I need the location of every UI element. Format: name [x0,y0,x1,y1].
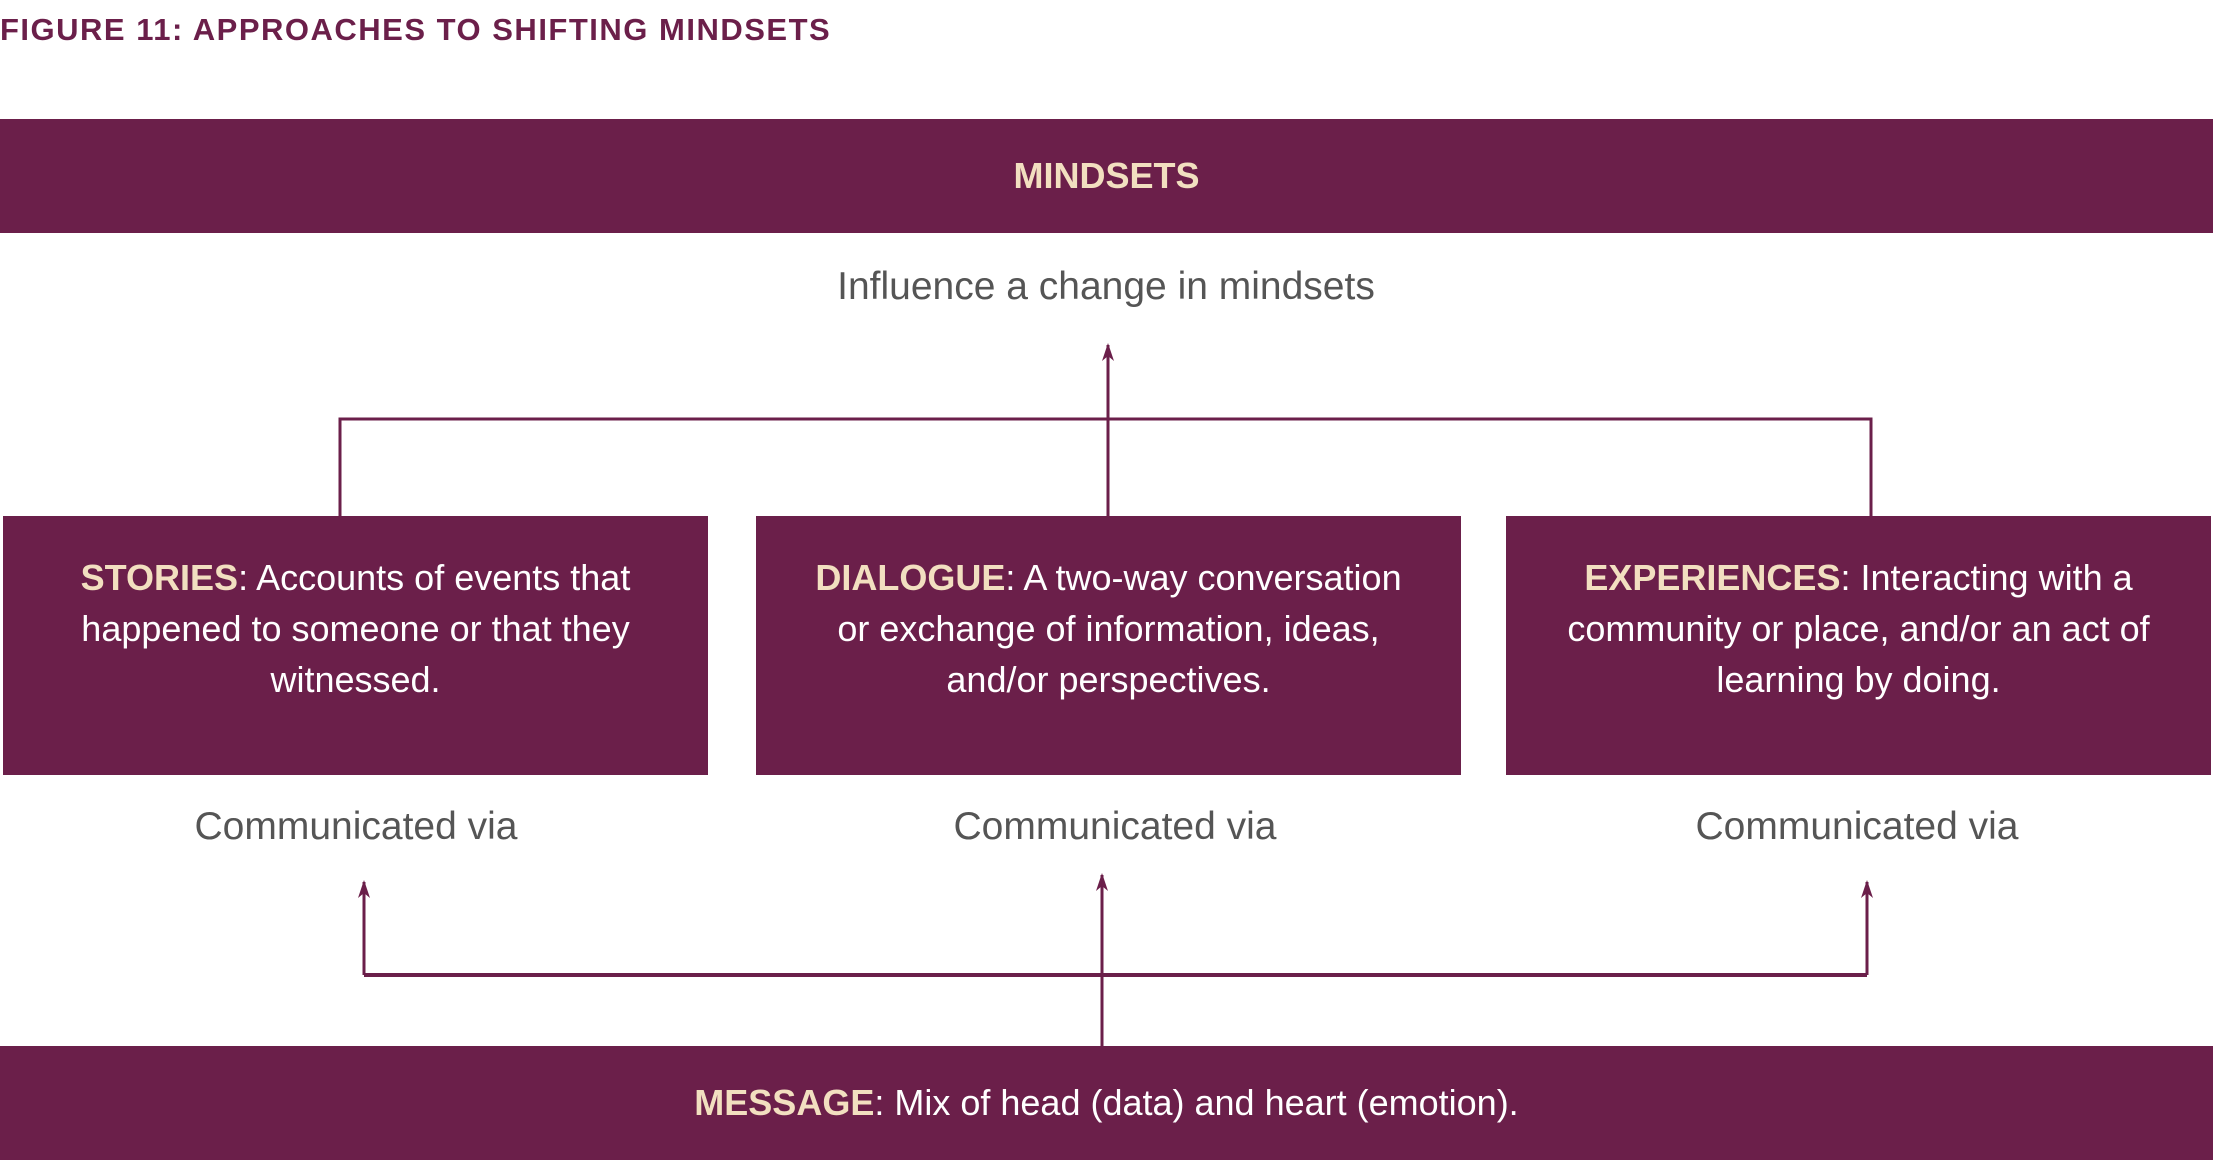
experiences-communicated-via: Communicated via [1695,805,2019,848]
dialogue-definition: A two-way conversation or exchange of in… [837,557,1402,700]
experiences-box: EXPERIENCES: Interacting with a communit… [1506,516,2211,775]
experiences-text: EXPERIENCES: Interacting with a communit… [1567,557,2150,700]
figure-title: FIGURE 11: APPROACHES TO SHIFTING MINDSE… [0,12,832,47]
dialogue-communicated-via: Communicated via [953,805,1277,848]
dialogue-box: DIALOGUE: A two-way conversation or exch… [756,516,1461,775]
experiences-definition: Interacting with a community or place, a… [1567,557,2150,700]
message-definition: Mix of head (data) and heart (emotion). [884,1082,1519,1123]
stories-term: STORIES [80,557,239,598]
mindsets-label: MINDSETS [1013,155,1200,196]
message-term: MESSAGE [694,1082,875,1123]
dialogue-term: DIALOGUE [815,557,1006,598]
upper-bracket-line [338,417,1873,516]
dialogue-text: DIALOGUE: A two-way conversation or exch… [815,557,1402,700]
goal-text: Influence a change in mindsets [837,265,1375,308]
stories-box: STORIES: Accounts of events that happene… [3,516,708,775]
mindsets-bar: MINDSETS [0,119,2213,233]
message-bar: MESSAGE: Mix of head (data) and heart (e… [0,1046,2213,1160]
message-text: MESSAGE: Mix of head (data) and heart (e… [694,1082,1519,1123]
experiences-term: EXPERIENCES [1584,557,1841,598]
stories-text: STORIES: Accounts of events that happene… [80,557,631,700]
stories-definition: Accounts of events that happened to some… [81,557,631,700]
stories-communicated-via: Communicated via [194,805,518,848]
